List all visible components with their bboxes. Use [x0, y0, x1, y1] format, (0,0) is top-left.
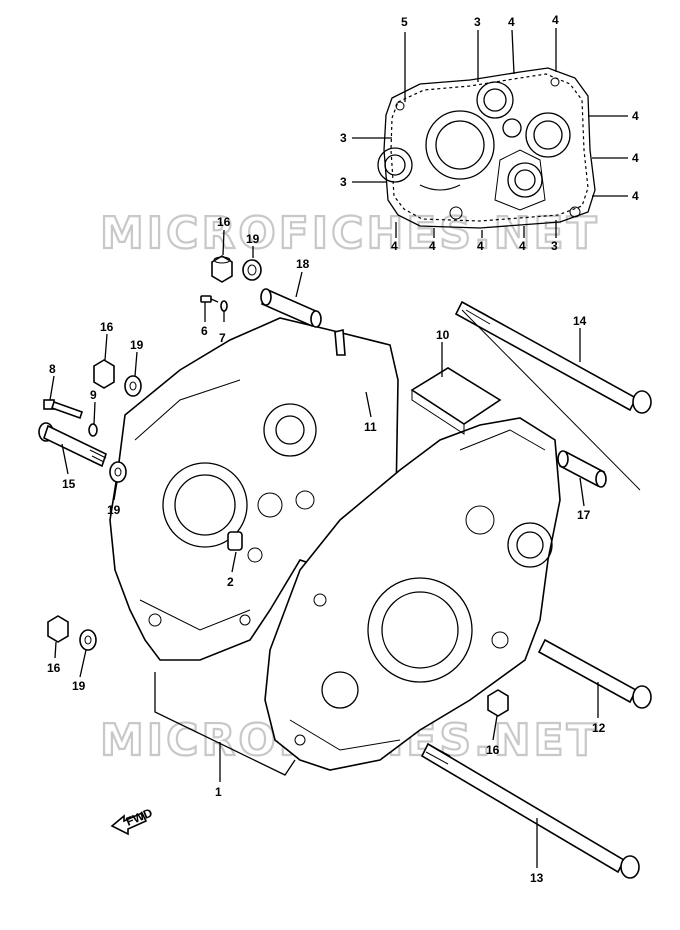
forward-direction-arrow: FWD: [110, 805, 155, 836]
callout-4-bottom-b: 4: [429, 239, 436, 253]
crankcase-left-half: [109, 317, 399, 661]
bolt-14: [454, 300, 652, 414]
nut-16-lower-left: [47, 615, 69, 643]
callout-numbers: 5 3 4 4 3 3 4 4 4 4 4 4 4 3 16 19 18 6 7…: [47, 13, 639, 885]
bolt-15: [38, 422, 107, 468]
callout-3-left-a: 3: [340, 131, 347, 145]
callout-4-bottom-c: 4: [477, 239, 484, 253]
callout-leader-lines: [49, 229, 599, 868]
callout-13: 13: [530, 871, 544, 885]
watermark-top: MICROFICHES.NET: [100, 208, 600, 259]
washer-19-lower-left: [79, 629, 97, 651]
callout-4-right-a: 4: [632, 109, 639, 123]
dowel-17: [557, 450, 607, 488]
callout-11: 11: [364, 420, 377, 434]
crankcase-gasket-view: [377, 67, 596, 229]
callout-8: 8: [49, 362, 56, 376]
nut-16-right: [487, 689, 509, 717]
callout-19-lower-left: 19: [72, 679, 86, 693]
callout-3-left-b: 3: [340, 175, 347, 189]
callout-16-top: 16: [217, 215, 231, 229]
washer-19-top: [242, 259, 262, 281]
forward-arrow-label: FWD: [124, 805, 155, 828]
bolt-8: [43, 399, 84, 420]
callout-14: 14: [573, 314, 587, 328]
callout-5-top: 5: [401, 15, 408, 29]
crankcase-right-half: [264, 417, 561, 771]
o-ring-7: [220, 300, 228, 312]
callout-4-right-c: 4: [632, 189, 639, 203]
nut-16-top: [211, 255, 233, 283]
callout-15: 15: [62, 477, 76, 491]
callout-19-top: 19: [246, 232, 260, 246]
bolt-6: [200, 295, 219, 303]
callout-4-top-a: 4: [508, 15, 515, 29]
bolt-12: [537, 638, 652, 709]
gasket-leader-lines: [352, 28, 628, 238]
callout-1: 1: [215, 785, 222, 799]
cover-10: [410, 367, 502, 435]
washer-19-mid: [109, 461, 127, 483]
callout-17: 17: [577, 508, 591, 522]
callout-7: 7: [219, 331, 226, 345]
callout-18: 18: [296, 257, 310, 271]
callout-10: 10: [436, 328, 450, 342]
callout-3-bottom: 3: [551, 239, 558, 253]
bolt-13: [420, 742, 640, 879]
callout-4-right-b: 4: [632, 151, 639, 165]
callout-16-left: 16: [100, 320, 114, 334]
callout-3-top: 3: [474, 15, 481, 29]
callout-19-mid: 19: [107, 503, 121, 517]
callout-19-left: 19: [130, 338, 144, 352]
callout-6: 6: [201, 324, 208, 338]
washer-9: [88, 423, 98, 437]
callout-16-lower-left: 16: [47, 661, 61, 675]
bolt-14-axis: [461, 309, 641, 491]
callout-9: 9: [90, 388, 97, 402]
dowel-pipe-18: [260, 288, 322, 328]
callout-2: 2: [227, 575, 234, 589]
callout-4-top-b: 4: [552, 13, 559, 27]
nut-16-left: [93, 359, 115, 389]
callout-4-bottom-a: 4: [391, 239, 398, 253]
callout-16-right: 16: [486, 743, 500, 757]
callout-4-bottom-d: 4: [519, 239, 526, 253]
callout-12: 12: [592, 721, 606, 735]
washer-19-left: [124, 375, 142, 397]
